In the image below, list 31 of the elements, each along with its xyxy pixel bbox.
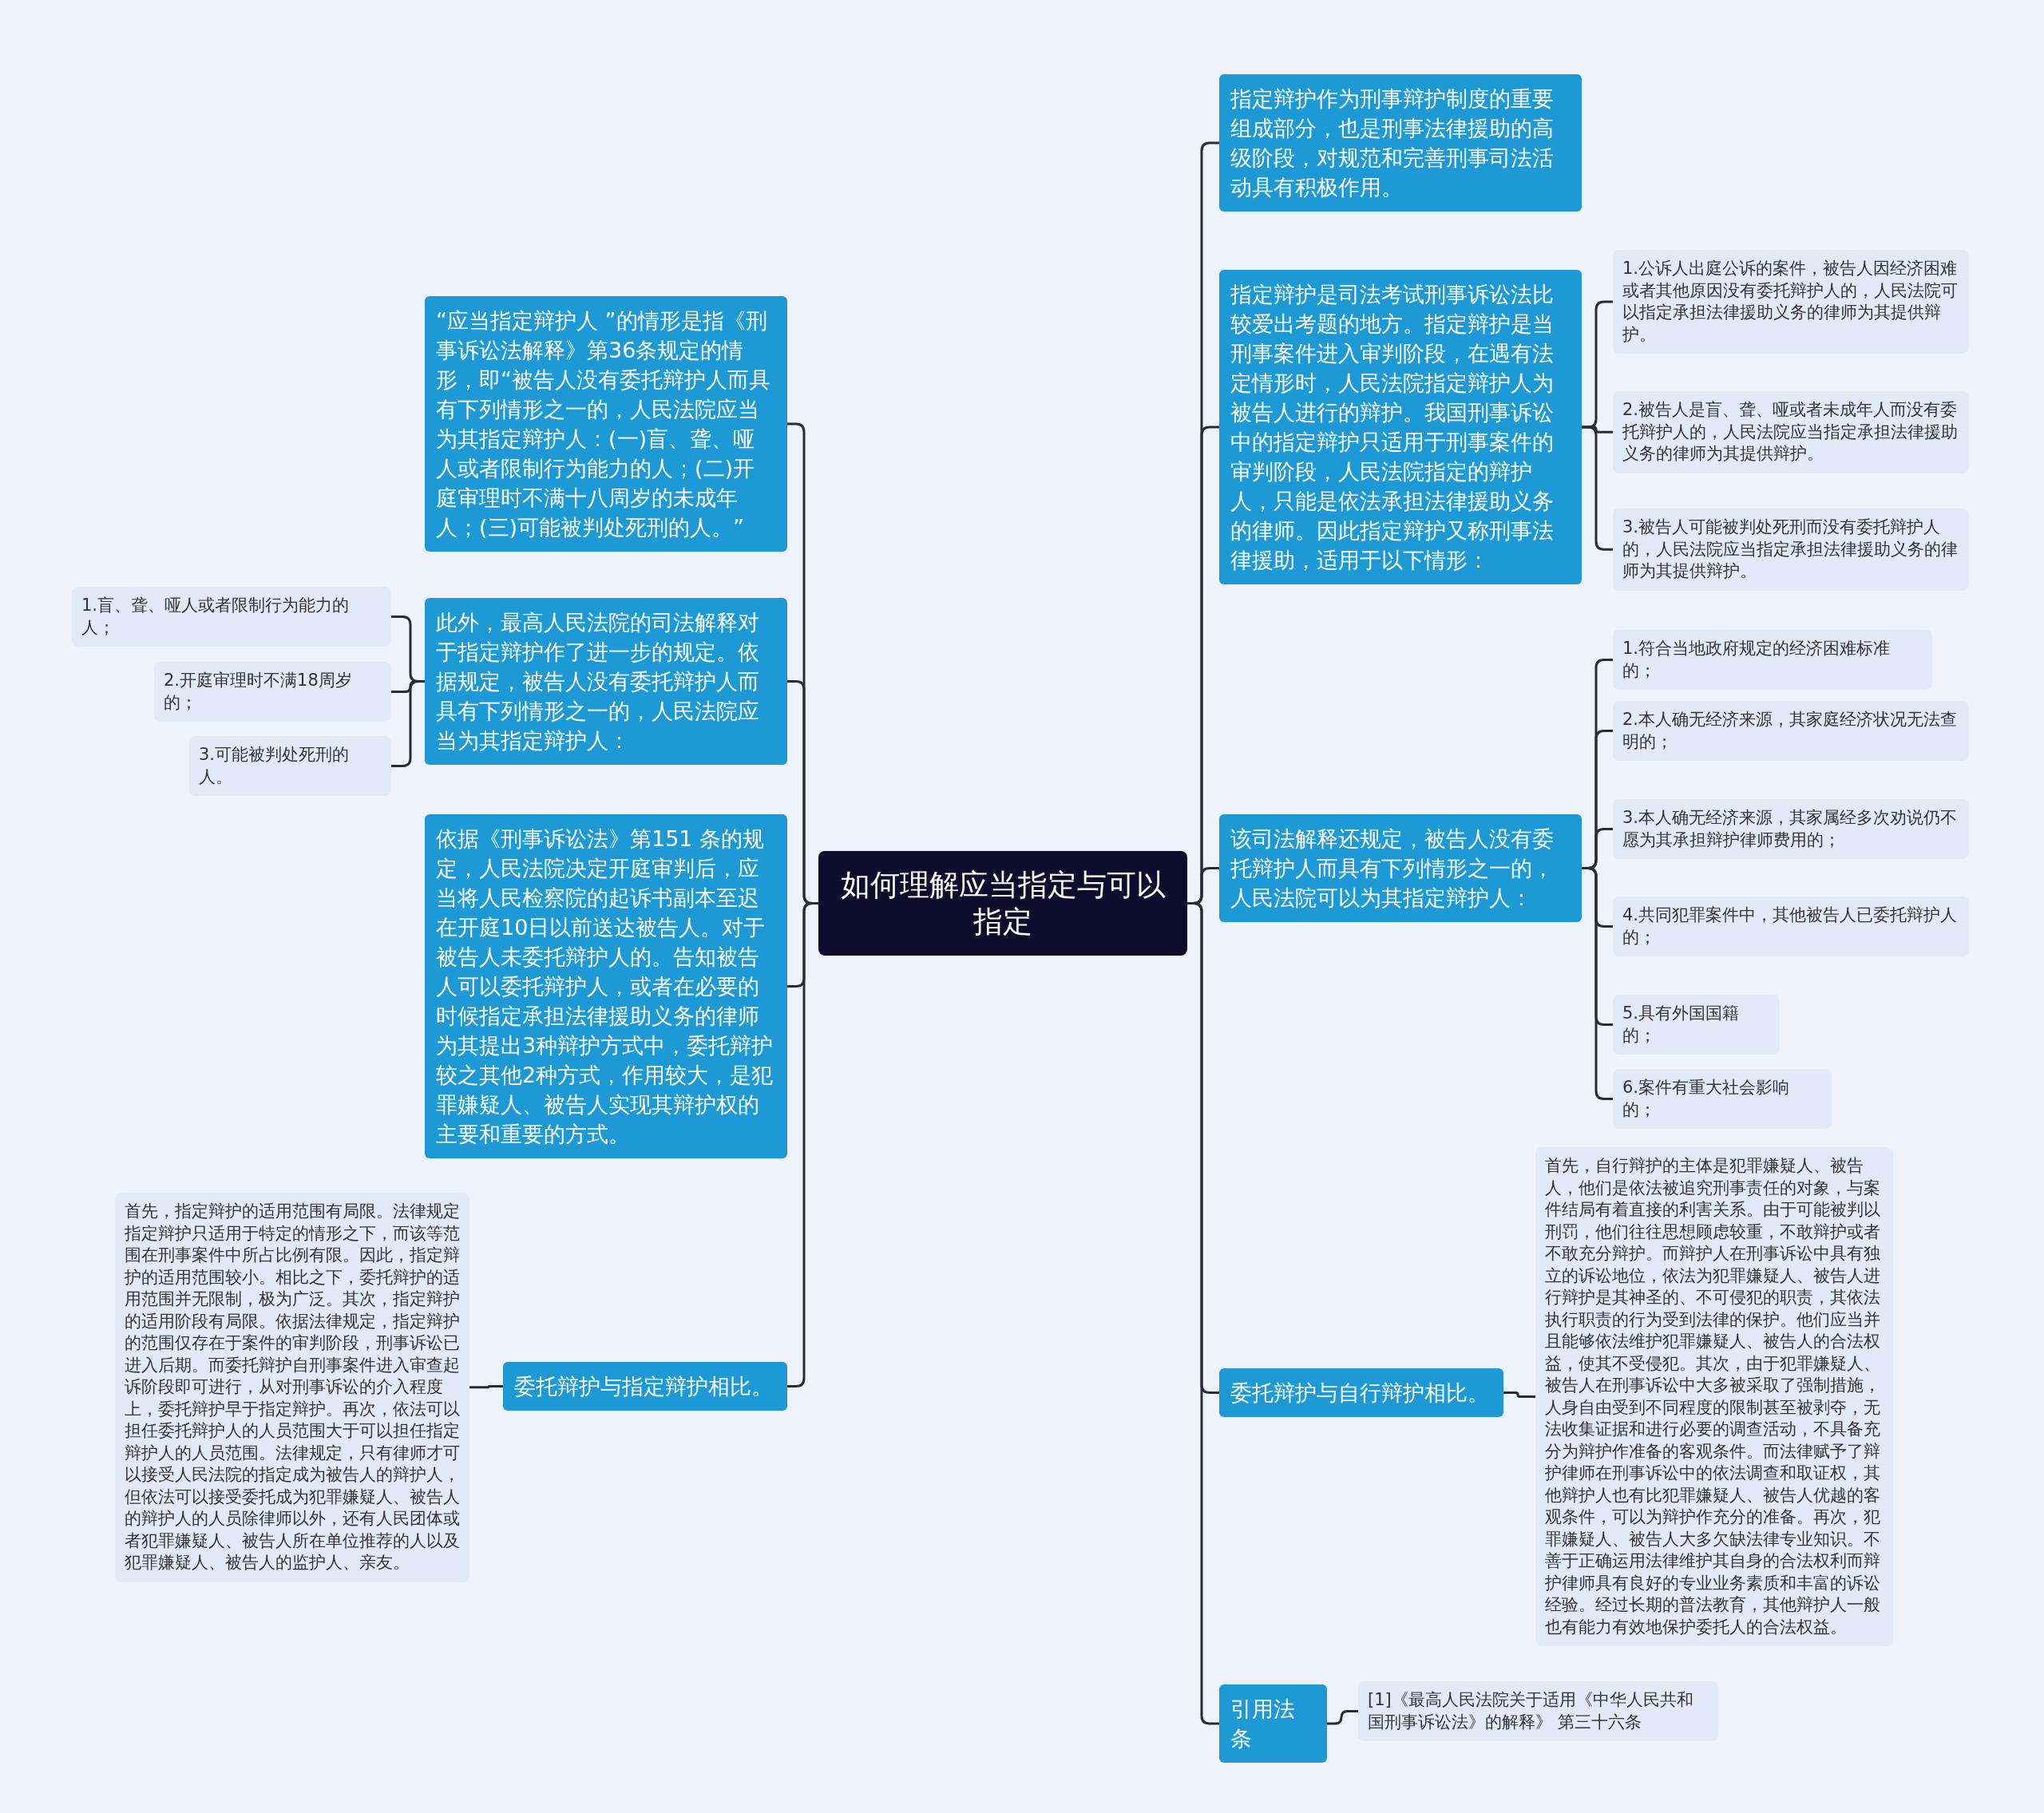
subtopic-box: 2.本人确无经济来源，其家庭经济状况无法查明的； [1613,701,1969,761]
subtopic-box: 1.盲、聋、哑人或者限制行为能力的人； [72,587,391,647]
topic-box: “应当指定辩护人 ”的情形是指《刑事诉讼法解释》第36条规定的情形，即“被告人没有委托辩护人而具有下列情形之一的，人民法院应当为其指定辩护人：(一)盲、聋、哑人或者限制行为能力的人；(二)开庭审理时不满十八周岁的未成年人；(三)可能被判处死刑的人。” [425,296,787,552]
subtopic-box: 2.被告人是盲、聋、哑或者未成年人而没有委托辩护人的，人民法院应当指定承担法律援助义务的律师为其提供辩护。 [1613,391,1969,473]
connector-line [1503,1391,1535,1398]
connector-line [469,1385,503,1389]
subtopic-box: 首先，指定辩护的适用范围有局限。法律规定指定辩护只适用于特定的情形之下，而该等范围在刑事案件中所占比例有限。因此，指定辩护的适用范围较小。相比之下，委托辩护的适用范围并无限制，极为广泛。其次，指定辩护的适用阶段有局限。依据法律规定，指定辩护的范围仅存在于案件的审判阶段，刑事诉讼已进入后期。而委托辩护自刑事案件进入审查起诉阶段即可进行，从对刑事诉讼的介入程度上，委托辩护早于指定辩护。再次，依法可以担任委托辩护人的人员范围大于可以担任指定辩护人的人员范围。法律规定，只有律师才可以接受人民法院的指定成为被告人的辩护人，但依法可以接受委托成为犯罪嫌疑人、被告人的辩护人的人员除律师以外，还有人民团体或者犯罪嫌疑人、被告人所在单位推荐的人以及犯罪嫌疑人、被告人的监护人、亲友。 [115,1193,469,1582]
subtopic-box: 6.案件有重大社会影响的； [1613,1069,1832,1129]
subtopic-box: 5.具有外国国籍的； [1613,995,1780,1055]
subtopic-box: 3.本人确无经济来源，其家属经多次劝说仍不愿为其承担辩护律师费用的； [1613,799,1969,859]
subtopic-box: 3.可能被判处死刑的人。 [189,736,391,796]
subtopic-box: [1]《最高人民法院关于适用《中华人民共和国刑事诉讼法》的解释》 第三十六条 [1358,1681,1718,1741]
subtopic-box: 4.共同犯罪案件中，其他被告人已委托辩护人的； [1613,897,1969,956]
topic-box: 委托辩护与指定辩护相比。 [503,1362,787,1411]
connector-line [391,680,425,767]
central-topic-box: 如何理解应当指定与可以指定 [818,851,1187,956]
subtopic-box: 首先，自行辩护的主体是犯罪嫌疑人、被告人，他们是依法被追究刑事责任的对象，与案件结局有着直接的利害关系。由于可能被判以刑罚，他们往往思想顾虑较重，不敢辩护或者不敢充分辩护。而辩护人在刑事诉讼中具有独立的诉讼地位，依法为犯罪嫌疑人、被告人进行辩护是其神圣的、不可侵犯的职责，其依法执行职责的行为受到法律的保护。他们应当并且能够依法维护犯罪嫌疑人、被告人的合法权益，使其不受侵犯。其次，由于犯罪嫌疑人、被告人在刑事诉讼中大多被采取了强制措施，人身自由受到不同程度的限制甚至被剥夺，无法收集证据和进行必要的调查活动，不具备充分为辩护作准备的客观条件。而法律赋予了辩护律师在刑事诉讼中的依法调查和取证权，其他辩护人也有比犯罪嫌疑人、被告人优越的客观条件，可以为辩护作充分的准备。再次，犯罪嫌疑人、被告人大多欠缺法律专业知识。不善于正确运用法律维护其自身的合法权利而辩护律师具有良好的专业业务素质和丰富的诉讼经验。经过长期的普法教育，其他辩护人一般也有能力有效地保护委托人的合法权益。 [1535,1147,1893,1646]
connector-line [1582,867,1613,1100]
topic-box: 依据《刑事诉讼法》第151 条的规定，人民法院决定开庭审判后，应当将人民检察院的起诉书副本至迟在开庭10日以前送达被告人。对于被告人未委托辩护人的。告知被告人可以委托辩护人，或者在必要的时候指定承担法律援助义务的律师为其提出3种辩护方式中，委托辩护较之其他2种方式，作用较大，是犯罪嫌疑人、被告人实现其辩护权的主要和重要的方式。 [425,814,787,1158]
subtopic-box: 3.被告人可能被判处死刑而没有委托辩护人的，人民法院应当指定承担法律援助义务的律师为其提供辩护。 [1613,509,1969,591]
connector-line [1327,1710,1358,1725]
topic-box: 此外，最高人民法院的司法解释对于指定辩护作了进一步的规定。依据规定，被告人没有委托辩护人而具有下列情形之一的，人民法院应当为其指定辩护人： [425,598,787,765]
subtopic-box: 2.开庭审理时不满18周岁的； [154,662,391,722]
topic-box: 该司法解释还规定，被告人没有委托辩护人而具有下列情形之一的，人民法院可以为其指定辩护人： [1219,814,1582,922]
topic-box: 引用法条 [1219,1684,1327,1763]
subtopic-box: 1.公诉人出庭公诉的案件，被告人因经济困难或者其他原因没有委托辩护人的，人民法院可以指定承担法律援助义务的律师为其提供辩护。 [1613,250,1969,354]
topic-box: 委托辩护与自行辩护相比。 [1219,1368,1503,1417]
topic-box: 指定辩护作为刑事辩护制度的重要组成部分，也是刑事法律援助的高级阶段，对规范和完善刑事司法活动具有积极作用。 [1219,74,1582,212]
topic-box: 指定辩护是司法考试刑事诉讼法比较爱出考题的地方。指定辩护是当刑事案件进入审判阶段，在遇有法定情形时，人民法院指定辩护人为被告人进行的辩护。我国刑事诉讼中的指定辩护只适用于刑事案件的审判阶段，人民法院指定的辩护人，只能是依法承担法律援助义务的律师。因此指定辩护又称刑事法律援助，适用于以下情形： [1219,270,1582,584]
connector-line [1582,426,1613,551]
subtopic-box: 1.符合当地政府规定的经济困难标准的； [1613,630,1932,690]
